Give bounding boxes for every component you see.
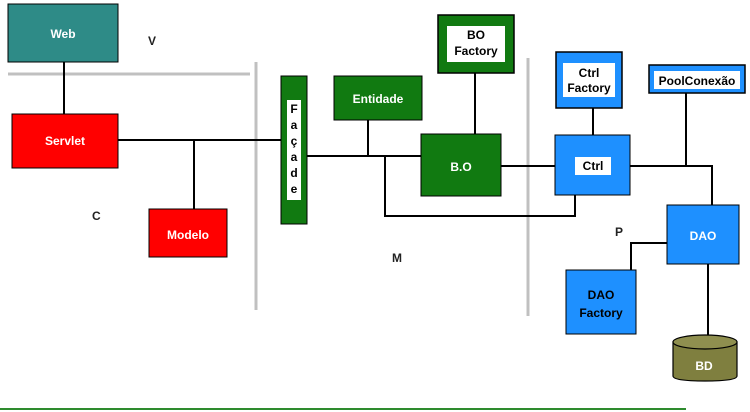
connector-daofactory-dao: [630, 242, 667, 270]
box-dao-factory-line2: Factory: [579, 306, 623, 320]
box-ctrl-factory: Ctrl Factory: [555, 51, 623, 109]
database-bd-label: BD: [695, 359, 713, 373]
box-entidade-label: Entidade: [353, 92, 404, 106]
box-dao-factory: DAO Factory: [565, 269, 637, 335]
box-dao-label: DAO: [690, 229, 717, 243]
box-ctrl: Ctrl: [554, 134, 631, 196]
box-ctrl-factory-line1: Ctrl: [579, 66, 600, 80]
connector-ctrl-dao: [630, 165, 713, 205]
box-servlet-label: Servlet: [45, 134, 85, 148]
zone-label-v: V: [148, 34, 156, 48]
box-modelo: Modelo: [148, 208, 228, 258]
box-modelo-label: Modelo: [167, 228, 209, 242]
facade-letter-4: a: [291, 150, 298, 164]
facade-letter-6: e: [291, 182, 298, 196]
zone-label-p: P: [615, 225, 623, 239]
box-ctrl-label: Ctrl: [583, 159, 604, 173]
box-entidade: Entidade: [333, 75, 423, 121]
box-dao-factory-line1: DAO: [588, 288, 615, 302]
box-pool-conexao-label: PoolConexão: [659, 74, 736, 88]
facade-letter-1: F: [290, 102, 297, 116]
box-bo-factory: BO Factory: [437, 14, 515, 74]
facade-letter-2: a: [291, 118, 298, 132]
box-web: Web: [7, 3, 119, 63]
zone-label-c: C: [92, 209, 101, 223]
box-facade: F a ç a d e: [280, 75, 308, 225]
box-bo: B.O: [420, 133, 502, 197]
box-ctrl-factory-line2: Factory: [567, 81, 611, 95]
box-dao: DAO: [666, 204, 740, 265]
facade-letter-5: d: [290, 166, 297, 180]
box-pool-conexao: PoolConexão: [648, 64, 746, 94]
box-web-label: Web: [50, 27, 75, 41]
connectors: [63, 62, 713, 338]
box-servlet: Servlet: [11, 113, 119, 169]
facade-letter-3: ç: [291, 134, 298, 148]
box-bo-label: B.O: [450, 160, 471, 174]
box-bo-factory-line1: BO: [467, 28, 485, 42]
connector-bo-ctrl-loop: [384, 156, 576, 217]
zone-label-m: M: [392, 251, 402, 265]
box-bo-factory-line2: Factory: [454, 44, 498, 58]
database-bd-icon: BD: [672, 334, 738, 382]
